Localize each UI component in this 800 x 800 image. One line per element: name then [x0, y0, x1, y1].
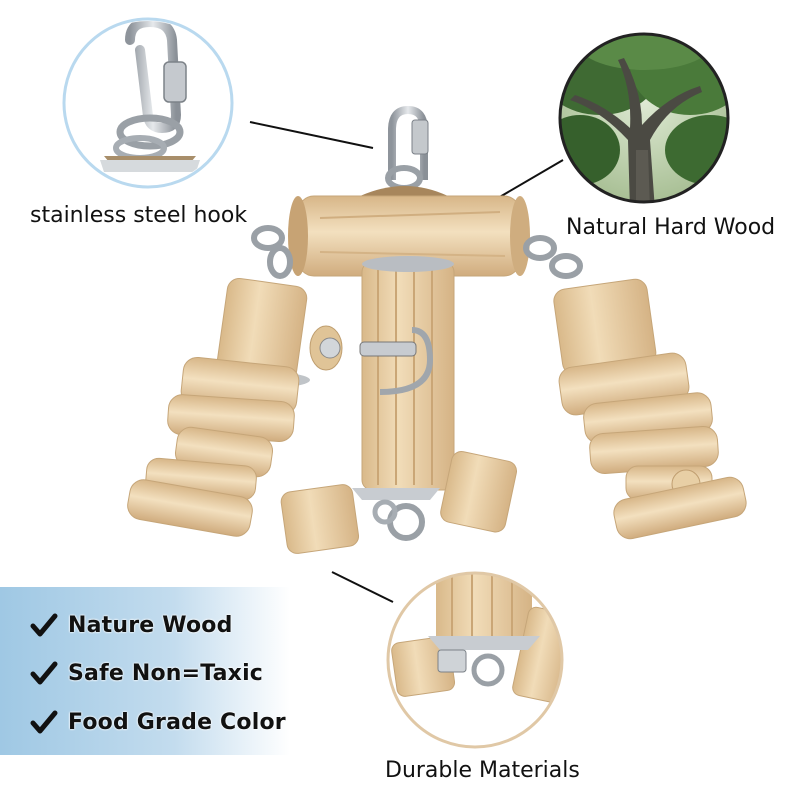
feature-label: Nature Wood	[68, 612, 233, 638]
feature-label: Food Grade Color	[68, 709, 286, 735]
checkmark-icon	[30, 710, 58, 734]
feature-item-food-grade-color: Food Grade Color	[30, 702, 286, 742]
hook-detail-circle	[62, 17, 234, 189]
durable-caption: Durable Materials	[385, 758, 580, 783]
durable-pointer-line	[331, 571, 394, 603]
feature-item-nature-wood: Nature Wood	[30, 605, 233, 645]
hook-caption: stainless steel hook	[30, 203, 248, 228]
feature-panel: Nature Wood Safe Non=Taxic Food Grade Co…	[0, 587, 290, 755]
feature-label: Safe Non=Taxic	[68, 660, 264, 686]
hook-pointer-line	[249, 121, 374, 149]
bird-toy-illustration	[127, 105, 747, 554]
checkmark-icon	[30, 661, 58, 685]
wood-caption: Natural Hard Wood	[566, 215, 776, 240]
checkmark-icon	[30, 613, 58, 637]
tree-detail-circle	[558, 32, 730, 204]
feature-item-safe-non-toxic: Safe Non=Taxic	[30, 653, 263, 693]
durable-detail-circle	[386, 571, 564, 749]
